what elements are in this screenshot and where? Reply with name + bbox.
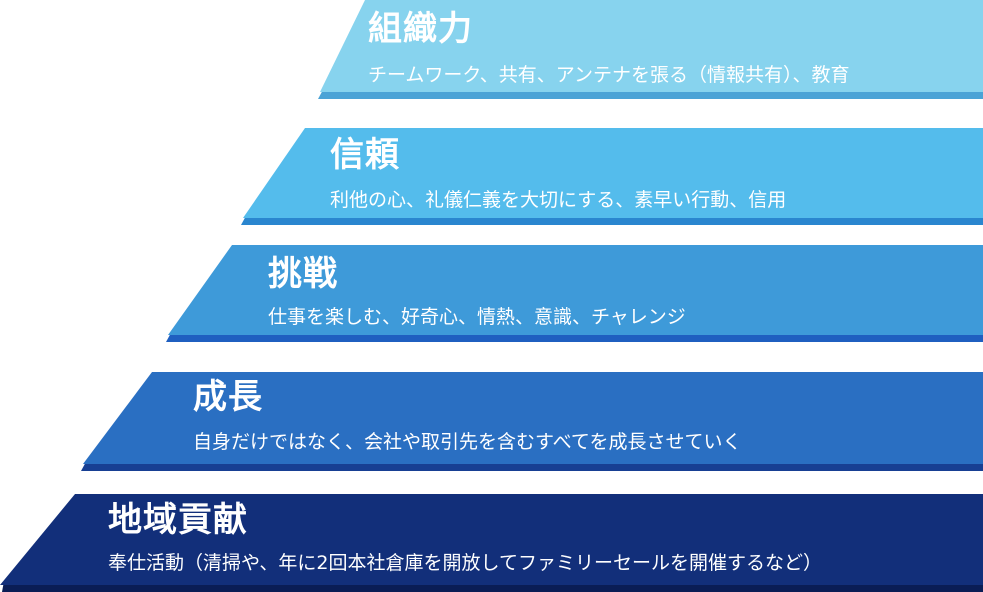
tier-3-description: 仕事を楽しむ、好奇心、情熱、意識、チャレンジ — [268, 306, 686, 328]
tier-2-band — [243, 128, 983, 218]
tier-4-description: 自身だけではなく、会社や取引先を含むすべてを成長させていく — [193, 431, 742, 453]
tier-2-title: 信頼 — [330, 135, 400, 175]
tier-3-title: 挑戦 — [268, 254, 338, 294]
tier-5-band — [0, 494, 983, 585]
tier-5-description: 奉仕活動（清掃や、年に2回本社倉庫を開放してファミリーセールを開催するなど） — [108, 552, 822, 574]
tier-3-band — [168, 245, 983, 335]
tier-2-description: 利他の心、礼儀仁義を大切にする、素早い行動、信用 — [330, 189, 787, 211]
tier-5-title: 地域貢献 — [108, 500, 248, 540]
tier-4-band — [83, 372, 983, 464]
tier-1-band — [320, 0, 983, 92]
tier-1-description: チームワーク、共有、アンテナを張る（情報共有）、教育 — [368, 64, 850, 86]
tier-4-title: 成長 — [193, 377, 263, 417]
tier-1-title: 組織力 — [368, 9, 473, 49]
